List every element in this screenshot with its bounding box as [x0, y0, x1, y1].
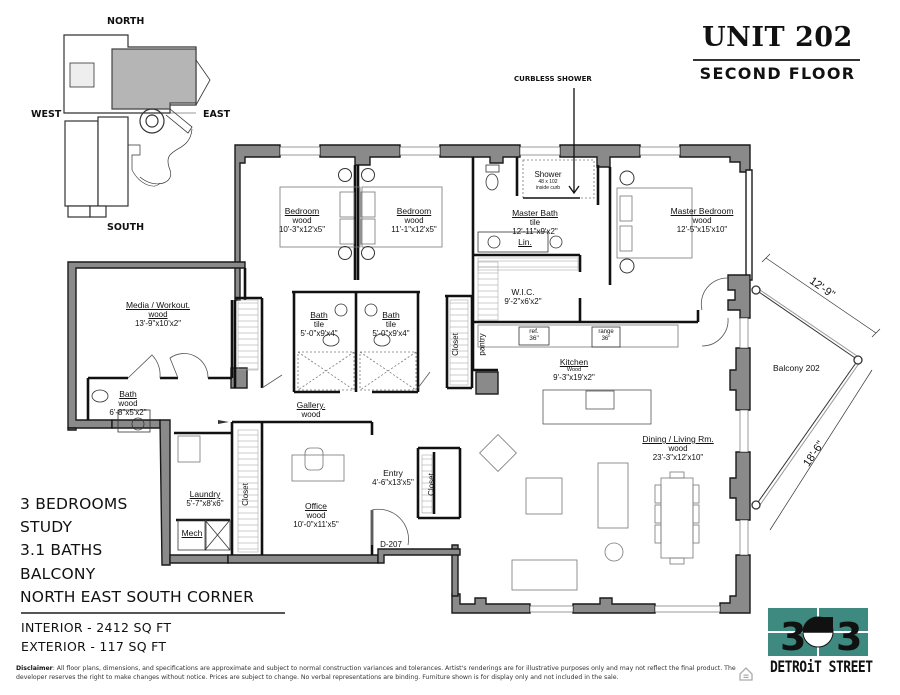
kitchen-range: range 36": [598, 329, 614, 342]
feature-item: STUDY: [20, 518, 73, 537]
svg-text:3: 3: [780, 615, 806, 658]
disclaimer: Disclaimer: All floor plans, dimensions,…: [16, 664, 736, 682]
interior-area: INTERIOR - 2412 SQ FT: [21, 620, 172, 635]
key-plan: NORTH SOUTH WEST EAST: [20, 5, 240, 235]
room-bath-2: Bath tile 5'-0"x9'x4": [372, 310, 410, 338]
feature-item: NORTH EAST SOUTH CORNER: [20, 587, 255, 606]
room-mech: Mech: [181, 528, 203, 538]
unit-title: UNIT 202: [702, 22, 853, 53]
title-divider: [693, 59, 860, 61]
room-linen: Lin.: [518, 237, 532, 247]
room-closet-entry: Closet: [426, 473, 436, 496]
door-tag-d207: D-207: [380, 540, 402, 549]
room-entry: Entry 4'-6"x13'x5": [372, 468, 414, 488]
room-office: Office wood 10'-0"x11'x5": [293, 501, 339, 529]
room-bath-1: Bath tile 5'-0"x9'x4": [300, 310, 338, 338]
features-divider: [21, 612, 285, 614]
room-gallery: Gallery. wood: [296, 400, 326, 419]
kitchen-ref: ref. 36": [529, 328, 539, 342]
compass-west: WEST: [31, 109, 62, 120]
room-media-workout: Media / Workout. wood 13'-9"x10'x2": [125, 300, 191, 328]
room-wic: W.I.C. 9'-2"x6'x2": [504, 287, 542, 307]
room-dining-living: Dining / Living Rm. wood 23'-3"x12'x10": [642, 434, 714, 462]
room-bedroom-1: Bedroom wood 10'-3"x12'x5": [278, 206, 326, 234]
feature-item: 3.1 BATHS: [20, 541, 103, 560]
room-laundry: Laundry 5'-7"x8'x6": [186, 489, 224, 508]
features-list: 3 BEDROOMS STUDY 3.1 BATHS BALCONY NORTH…: [20, 493, 254, 609]
disclaimer-label: Disclaimer: [16, 665, 53, 672]
logo-wordmark: DETROiT STREET: [770, 658, 873, 677]
curbless-shower-callout: CURBLESS SHOWER: [514, 75, 592, 83]
floor-label: SECOND FLOOR: [699, 64, 856, 83]
logo-303-detroit-street: 3 3 DETROiT STREET: [768, 608, 886, 678]
room-bath-half: Bath wood 6'-8"x5'x2": [109, 389, 147, 417]
compass-south: SOUTH: [107, 222, 145, 233]
compass-north: NORTH: [107, 16, 145, 27]
feature-item: 3 BEDROOMS: [20, 495, 128, 513]
disclaimer-text: : All floor plans, dimensions, and speci…: [16, 665, 736, 681]
logo-mark: 3 3: [768, 608, 868, 658]
feature-item: BALCONY: [20, 564, 96, 583]
room-kitchen: Kitchen Wood 9'-3"x19'x2": [553, 357, 595, 382]
room-shower: Shower 48 x 102 inside curb: [534, 170, 562, 191]
svg-text:3: 3: [836, 615, 862, 658]
key-plan-drawing: [63, 34, 211, 218]
room-master-bath: Master Bath tile 12'-11"x9'x2": [512, 208, 558, 236]
equal-housing-icon: [739, 667, 753, 681]
room-bedroom-2: Bedroom wood 11'-1"x12'x5": [391, 206, 437, 234]
balcony-label: Balcony 202: [773, 363, 820, 373]
compass-east: EAST: [203, 109, 231, 120]
exterior-area: EXTERIOR - 117 SQ FT: [21, 639, 167, 654]
room-master-bedroom: Master Bedroom wood 12'-5"x15'x10": [670, 206, 734, 234]
room-closet-gallery: Closet: [450, 333, 460, 356]
room-pantry: pantry: [477, 333, 487, 356]
